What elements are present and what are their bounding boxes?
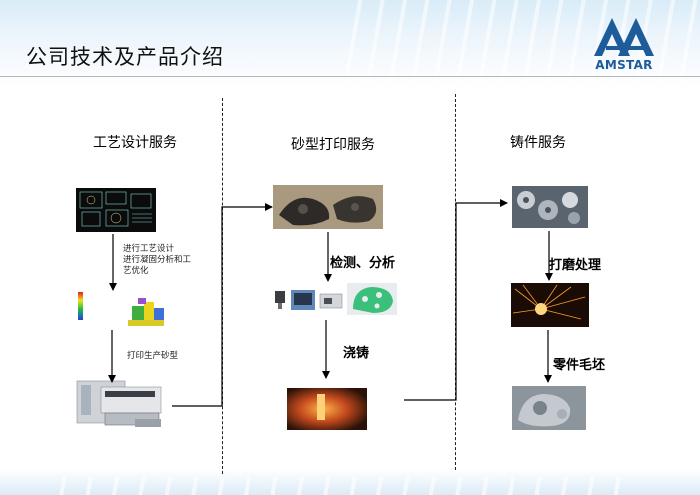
solidification-simulation-image [124,296,168,332]
footer-band [0,469,700,495]
scan-result-image [347,283,397,315]
logo-text: AMSTAR [595,58,653,72]
print-sand-mold-note: 打印生产砂型 [127,351,179,361]
simulation-legend-image [76,292,86,320]
logo-mark-icon [594,18,654,56]
scanner-device-image [272,289,288,309]
inspection-analysis-label: 检测、分析 [330,256,396,271]
printed-sand-mold-image [273,185,383,229]
castings-image [512,186,588,228]
part-blank-label: 零件毛坯 [553,358,606,373]
pouring-label: 浇铸 [343,346,370,361]
design-note: 进行工艺设计 进行凝固分析和工 艺优化 [123,244,213,277]
column-title-design: 工艺设计服务 [93,135,177,151]
analysis-machine-image [290,288,316,312]
header-band [0,0,700,90]
part-blank-image [512,386,586,430]
arrow-printer-to-sand-mold [172,203,273,407]
grinding-sparks-image [511,283,589,327]
grinding-label: 打磨处理 [549,258,602,273]
column-title-casting: 铸件服务 [510,135,566,151]
company-logo: AMSTAR [586,10,662,72]
pouring-image [287,388,367,430]
measuring-instrument-image [318,290,344,312]
design-note-line-2: 进行凝固分析和工 [123,255,192,265]
design-note-line-1: 进行工艺设计 [123,244,175,254]
sand-printer-image [75,375,163,430]
arrow-pouring-to-castings [404,199,508,401]
column-title-sand-print: 砂型打印服务 [291,137,375,153]
title-divider [0,76,700,77]
design-note-line-3: 艺优化 [123,266,149,276]
cad-drawing-image [76,188,156,232]
page-title: 公司技术及产品介绍 [26,45,224,69]
